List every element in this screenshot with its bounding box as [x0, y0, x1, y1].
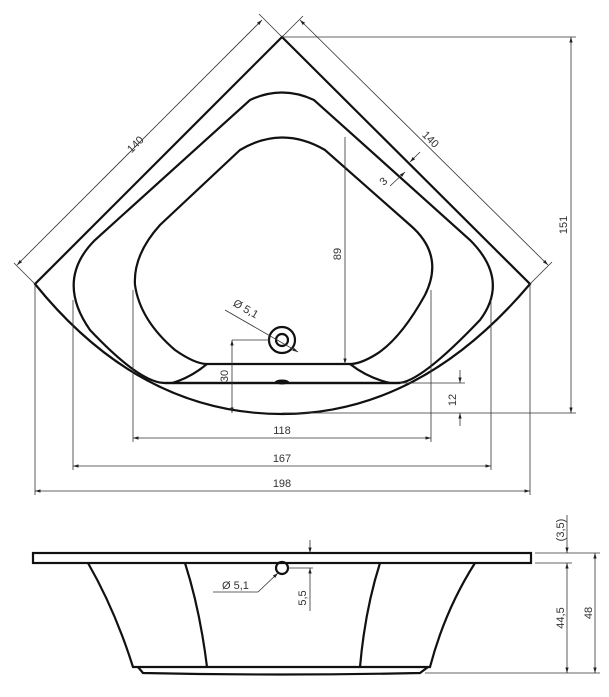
- dim-step: 12: [447, 394, 459, 406]
- dim-right-side: 140: [419, 129, 440, 150]
- body-lines: [183, 562, 382, 668]
- dim-total-depth: 151: [558, 216, 570, 234]
- basin: [133, 136, 434, 366]
- base: [137, 666, 429, 676]
- side-view: Ø 5,1 5,5 (3,5) 44,5 48: [31, 515, 600, 676]
- dim-rim-thickness: (3,5): [555, 519, 567, 542]
- dim-left-side: 140: [125, 134, 146, 155]
- outer-rim: [33, 35, 532, 416]
- drain-outer: [267, 325, 297, 355]
- top-view: 140 140 3 151 89 Ø 5,1 30 12 118 167 198: [13, 13, 576, 495]
- dim-basin-width: 118: [273, 425, 291, 437]
- body-outline: [87, 562, 476, 669]
- drain-inner: [274, 332, 290, 348]
- dim-basin-depth: 89: [332, 248, 344, 260]
- dim-rim-width: 3: [377, 175, 390, 188]
- dim-overall-width: 198: [273, 478, 291, 490]
- dimension-lines: [13, 13, 576, 495]
- overflow-mark: [275, 379, 289, 385]
- dim-body-height: 44,5: [555, 607, 567, 628]
- dim-drain-offset: 30: [219, 370, 231, 382]
- side-dimension-lines: [213, 515, 600, 674]
- dim-drain-diameter: Ø 5,1: [231, 297, 260, 321]
- step-curves: [171, 363, 391, 385]
- dim-inner-width: 167: [273, 453, 291, 465]
- dim-total-height: 48: [583, 607, 595, 619]
- dim-overflow-offset: 5,5: [297, 590, 309, 605]
- dim-overflow-diameter: Ø 5,1: [222, 580, 249, 592]
